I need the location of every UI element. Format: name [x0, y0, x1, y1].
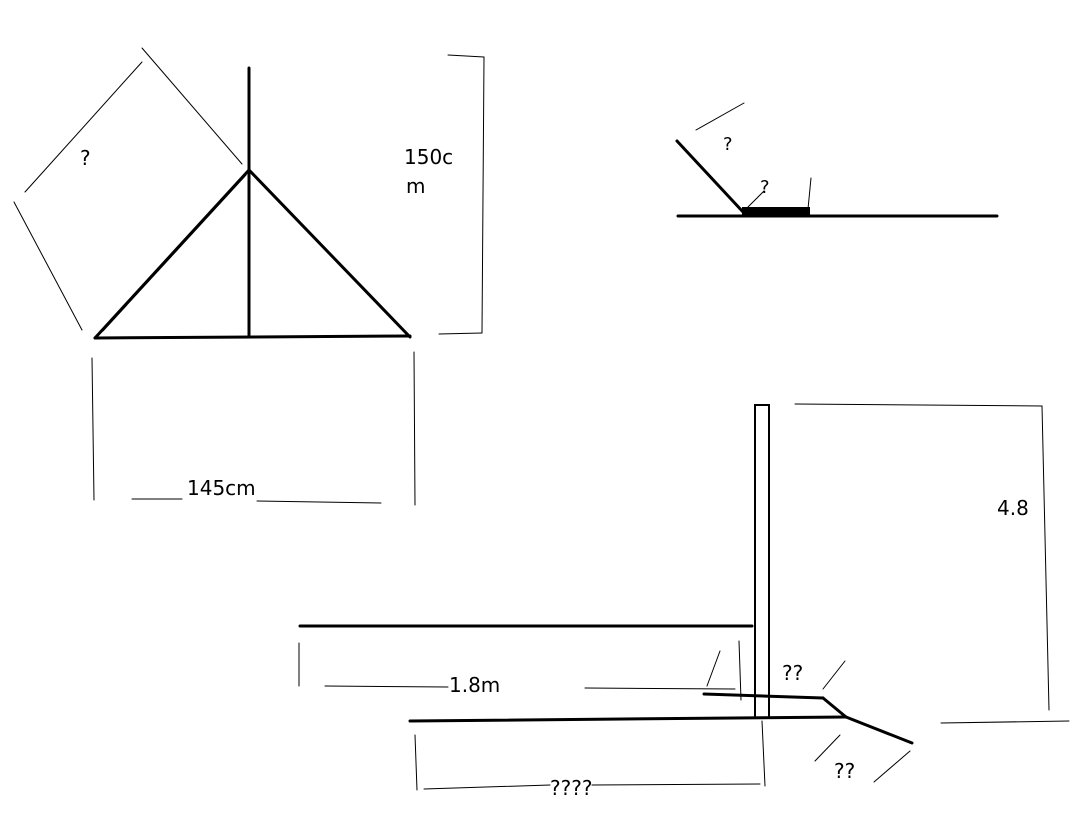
- triangle-width-label: 145cm: [187, 476, 256, 500]
- ground-line-right: [591, 783, 761, 786]
- angle-length-tick: [695, 102, 745, 131]
- bar-line-right: [584, 687, 736, 690]
- side-bracket-outer: [24, 61, 143, 193]
- bar-line-left: [324, 685, 449, 688]
- height-bracket-side: [481, 56, 485, 334]
- triangle-figure: [93, 66, 412, 340]
- width-tick-right: [413, 351, 416, 506]
- height-bracket-bottom: [438, 332, 483, 335]
- width-line-right: [256, 500, 382, 504]
- ground-length-label: ????: [550, 776, 592, 800]
- angle-figure: [675, 102, 999, 218]
- ramp-lower-tick-right: [873, 750, 911, 783]
- ramp-upper-label: ??: [782, 661, 803, 685]
- vertical-post: [754, 404, 770, 719]
- ramp-slope: [821, 696, 848, 719]
- bar-length-label: 1.8m: [449, 673, 500, 697]
- ramp-lower-label: ??: [834, 759, 855, 783]
- triangle-side-label: ?: [80, 146, 91, 170]
- post-figure: [298, 404, 914, 745]
- angle-block-end-tick: [807, 177, 812, 210]
- ramp-top: [702, 692, 825, 700]
- post-height-bracket-side: [1041, 405, 1050, 711]
- width-tick-left: [91, 357, 95, 501]
- ramp-upper-tick-left: [706, 650, 721, 687]
- post-height-label: 4.8: [997, 496, 1029, 520]
- ground-tick-right: [761, 720, 766, 787]
- angle-arm: [675, 139, 746, 215]
- triangle-right-leg: [247, 168, 412, 339]
- triangle-left-leg: [93, 168, 251, 340]
- triangle-height-label: 150c: [404, 145, 453, 169]
- bar-tick-right: [738, 640, 742, 701]
- angle-pointer: [746, 190, 765, 209]
- ground-line-left: [423, 784, 551, 790]
- post-dimensions: [298, 403, 1070, 791]
- triangle-height-label-cont: m: [406, 174, 425, 198]
- ground-line: [408, 715, 848, 723]
- ramp-tail: [844, 715, 914, 745]
- post-height-bracket-top: [794, 403, 1043, 407]
- angle-length-label: ?: [723, 134, 733, 155]
- angle-gap-label: ?: [760, 177, 770, 198]
- triangle-left-leg-double: [102, 174, 247, 332]
- triangle-base: [93, 334, 412, 340]
- triangle-dimensions: [13, 47, 485, 506]
- ramp-upper-tick-right: [822, 660, 846, 690]
- ramp-lower-tick-left: [814, 734, 841, 762]
- side-bracket-bottom: [13, 201, 83, 331]
- ground-tick-left: [414, 734, 418, 791]
- angle-block: [742, 207, 810, 216]
- height-bracket-top: [447, 54, 485, 58]
- side-bracket-top: [141, 47, 243, 165]
- post-height-bracket-bottom: [940, 720, 1070, 724]
